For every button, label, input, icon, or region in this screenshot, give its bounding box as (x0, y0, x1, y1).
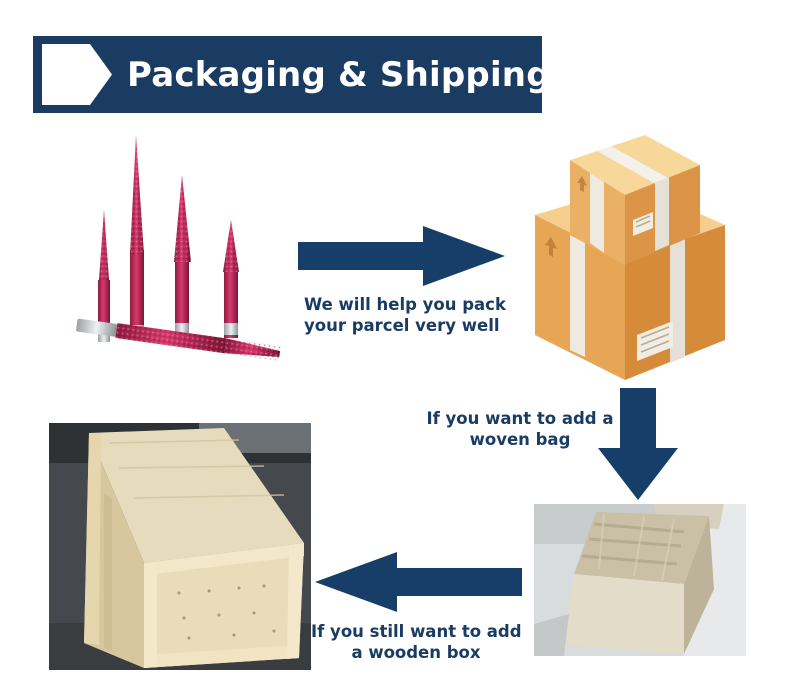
arrow-down-icon (598, 388, 678, 500)
step-caption-line: woven bag (469, 430, 571, 449)
step-caption-line: We will help you pack (304, 295, 506, 314)
step-caption-line: If you want to add a (426, 409, 614, 428)
chevron-right-icon (42, 44, 112, 105)
step-caption-line: a wooden box (351, 643, 481, 662)
page-title: Packaging & Shipping (127, 55, 551, 95)
step-caption-line: If you still want to add (311, 622, 522, 641)
arrow-right-icon (298, 226, 505, 286)
cardboard-boxes-image (535, 135, 725, 380)
step-caption-pack: We will help you pack your parcel very w… (304, 294, 506, 336)
step-caption-woven-bag: If you want to add a woven bag (425, 408, 615, 450)
step-caption-wooden-box: If you still want to add a wooden box (311, 621, 522, 663)
product-image-grinding-bits (76, 135, 281, 361)
woven-bag-photo (534, 504, 746, 656)
wooden-box-photo (49, 423, 311, 670)
step-caption-line: your parcel very well (304, 316, 500, 335)
section-header: Packaging & Shipping (33, 36, 551, 113)
arrow-left-icon (315, 552, 522, 612)
